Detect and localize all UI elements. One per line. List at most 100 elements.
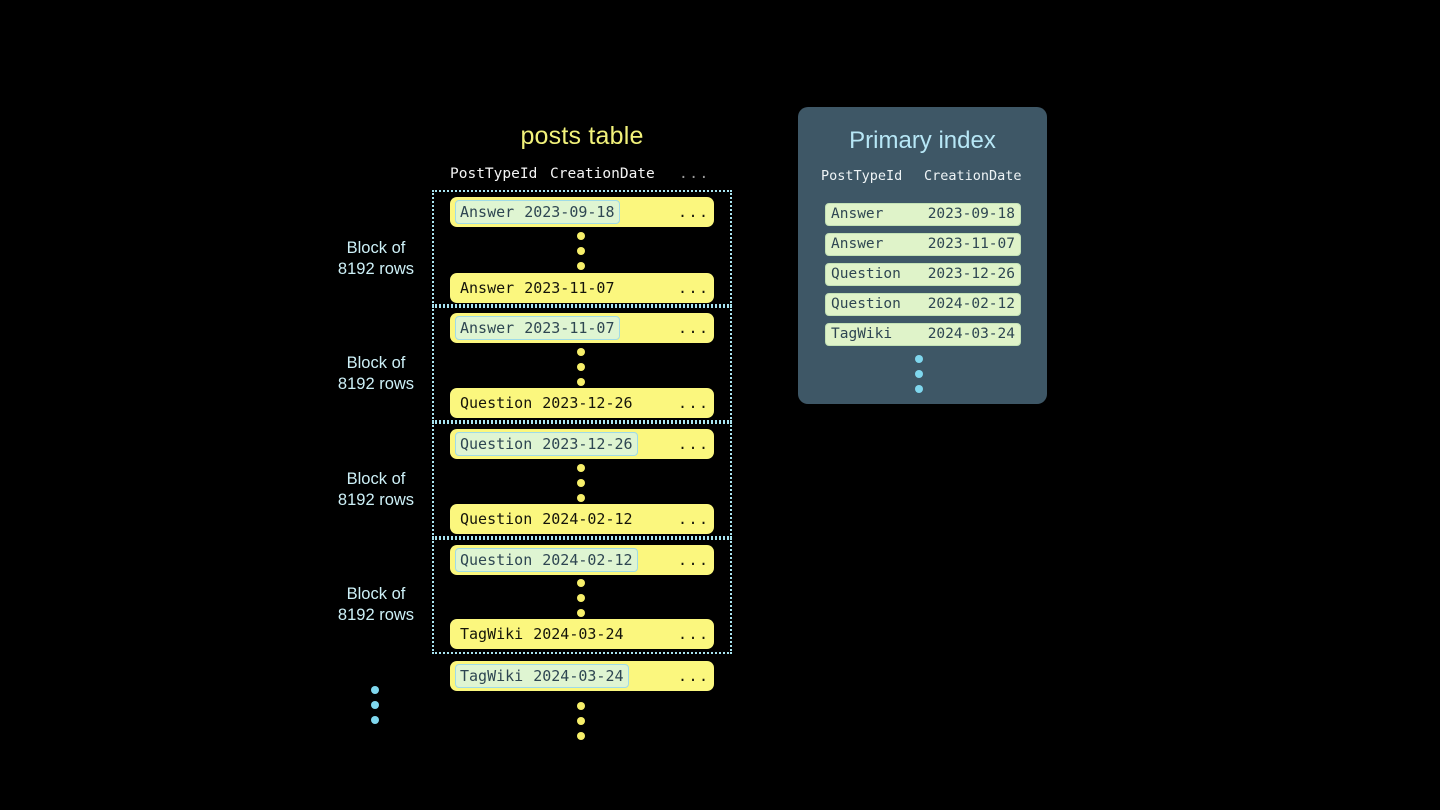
ellipsis-dot — [371, 716, 379, 724]
primary-index-title: Primary index — [849, 127, 996, 154]
block-1-label: Block of 8192 rows — [296, 238, 456, 280]
ellipsis-dot — [371, 701, 379, 709]
block-1-label-line1: Block of — [346, 239, 406, 257]
cell-ellipsis: ... — [678, 510, 710, 528]
cell-creationdate: 2024-03-24 — [533, 625, 624, 643]
block-2-label: Block of 8192 rows — [296, 353, 456, 395]
index-continues-ellipsis — [915, 355, 923, 393]
rows-ellipsis-vertical — [577, 464, 585, 502]
ellipsis-dot — [577, 348, 585, 356]
ellipsis-dot — [577, 609, 585, 617]
row-cells: TagWiki 2024-03-24 — [455, 664, 629, 688]
index-cell-creationdate: 2023-12-26 — [927, 266, 1015, 282]
cell-ellipsis: ... — [678, 203, 710, 221]
ellipsis-dot — [915, 355, 923, 363]
block-3-label-line2: 8192 rows — [337, 491, 415, 509]
table-row: Answer 2023-09-18 ... — [450, 197, 714, 227]
column-header-creationdate: CreationDate — [550, 166, 655, 182]
index-entry: Question 2024-02-12 — [825, 293, 1021, 316]
table-row: Question 2023-12-26 ... — [450, 388, 714, 418]
ellipsis-dot — [577, 732, 585, 740]
table-row: Question 2023-12-26 ... — [450, 429, 714, 459]
ellipsis-dot — [577, 232, 585, 240]
block-1 — [432, 190, 732, 306]
table-row: Answer 2023-11-07 ... — [450, 313, 714, 343]
row-cells: Question 2024-02-12 — [455, 507, 638, 531]
cell-creationdate: 2024-02-12 — [542, 510, 633, 528]
ellipsis-dot — [577, 363, 585, 371]
cell-creationdate: 2024-03-24 — [533, 667, 624, 685]
row-cells: Question 2023-12-26 — [455, 432, 638, 456]
block-1-label-line2: 8192 rows — [337, 260, 415, 278]
index-entry: Question 2023-12-26 — [825, 263, 1021, 286]
index-cell-posttypeid: Question — [831, 296, 901, 312]
cell-creationdate: 2023-09-18 — [524, 203, 615, 221]
ellipsis-dot — [577, 247, 585, 255]
ellipsis-dot — [577, 378, 585, 386]
row-cells: Answer 2023-09-18 — [455, 200, 620, 224]
ellipsis-dot — [577, 702, 585, 710]
posts-table-title: posts table — [520, 122, 644, 150]
cell-ellipsis: ... — [678, 435, 710, 453]
ellipsis-dot — [915, 370, 923, 378]
primary-index-column-headers: PostTypeId CreationDate — [798, 168, 1047, 188]
cell-ellipsis: ... — [678, 279, 710, 297]
column-header-ellipsis: ... — [679, 166, 710, 182]
rows-ellipsis-vertical — [577, 348, 585, 386]
cell-posttypeid: Question — [460, 435, 533, 453]
index-cell-creationdate: 2024-03-24 — [927, 326, 1015, 342]
table-continues-ellipsis — [577, 702, 585, 740]
primary-index-panel: Primary index PostTypeId CreationDate An… — [798, 107, 1047, 404]
row-cells: TagWiki 2024-03-24 — [455, 622, 629, 646]
ellipsis-dot — [577, 594, 585, 602]
column-header-posttypeid: PostTypeId — [450, 166, 538, 182]
posts-table-column-headers: PostTypeId CreationDate ... — [432, 166, 732, 186]
ellipsis-dot — [371, 686, 379, 694]
cell-posttypeid: Question — [460, 551, 533, 569]
index-entry: TagWiki 2024-03-24 — [825, 323, 1021, 346]
cell-ellipsis: ... — [678, 625, 710, 643]
index-cell-creationdate: 2023-09-18 — [927, 206, 1015, 222]
index-cell-posttypeid: Answer — [831, 206, 884, 222]
rows-ellipsis-vertical — [577, 579, 585, 617]
cell-ellipsis: ... — [678, 667, 710, 685]
index-column-header-posttypeid: PostTypeId — [821, 168, 903, 184]
index-cell-posttypeid: Question — [831, 266, 901, 282]
index-cell-creationdate: 2024-02-12 — [927, 296, 1015, 312]
block-4 — [432, 538, 732, 654]
row-cells: Answer 2023-11-07 — [455, 316, 620, 340]
index-entry: Answer 2023-09-18 — [825, 203, 1021, 226]
index-entry: Answer 2023-11-07 — [825, 233, 1021, 256]
table-row: Answer 2023-11-07 ... — [450, 273, 714, 303]
cell-creationdate: 2023-12-26 — [542, 435, 633, 453]
block-3-label: Block of 8192 rows — [296, 469, 456, 511]
ellipsis-dot — [915, 385, 923, 393]
block-2-label-line1: Block of — [346, 354, 406, 372]
cell-creationdate: 2024-02-12 — [542, 551, 633, 569]
cell-posttypeid: Answer — [460, 279, 515, 297]
cell-posttypeid: Question — [460, 510, 533, 528]
cell-ellipsis: ... — [678, 551, 710, 569]
ellipsis-dot — [577, 479, 585, 487]
cell-posttypeid: TagWiki — [460, 625, 524, 643]
row-cells: Question 2024-02-12 — [455, 548, 638, 572]
index-column-header-creationdate: CreationDate — [924, 168, 1022, 184]
index-cell-creationdate: 2023-11-07 — [927, 236, 1015, 252]
table-row: Question 2024-02-12 ... — [450, 504, 714, 534]
index-cell-posttypeid: Answer — [831, 236, 884, 252]
row-cells: Answer 2023-11-07 — [455, 276, 620, 300]
ellipsis-dot — [577, 494, 585, 502]
ellipsis-dot — [577, 262, 585, 270]
block-4-label-line2: 8192 rows — [337, 606, 415, 624]
ellipsis-dot — [577, 464, 585, 472]
cell-posttypeid: TagWiki — [460, 667, 524, 685]
table-row: TagWiki 2024-03-24 ... — [450, 619, 714, 649]
index-cell-posttypeid: TagWiki — [831, 326, 893, 342]
block-4-label-line1: Block of — [346, 585, 406, 603]
table-row: Question 2024-02-12 ... — [450, 545, 714, 575]
blocks-continue-ellipsis — [371, 686, 379, 724]
block-2 — [432, 306, 732, 422]
ellipsis-dot — [577, 579, 585, 587]
cell-ellipsis: ... — [678, 319, 710, 337]
